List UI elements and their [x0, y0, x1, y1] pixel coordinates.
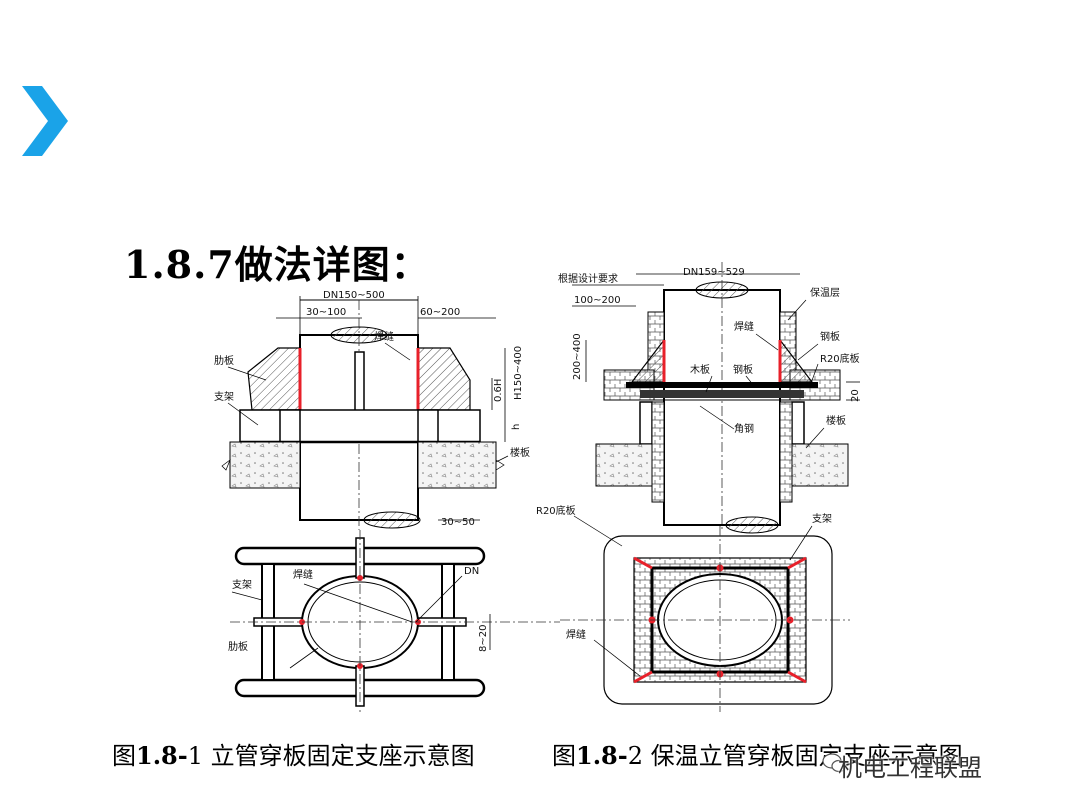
label-angle: 角钢	[734, 422, 754, 435]
figure2-caption: 图1.8-2 保温立管穿板固定支座示意图	[552, 741, 963, 770]
label-weld-plan-r: 焊缝	[566, 628, 586, 641]
dim-dn: DN150~500	[323, 290, 385, 301]
label-wood: 木板	[690, 363, 710, 376]
label-insulation: 保温层	[810, 286, 840, 299]
label-bracket-plan: 支架	[232, 579, 252, 591]
label-r20-plate: R20底板	[820, 352, 860, 365]
label-bracket-plan-r: 支架	[812, 513, 832, 525]
watermark: 机电工程联盟	[838, 754, 982, 782]
label-steel-plate2: 钢板	[733, 363, 753, 376]
label-steel-plate: 钢板	[820, 330, 840, 343]
label-bracket: 支架	[214, 391, 234, 403]
label-weld-plan: 焊缝	[293, 568, 313, 581]
dim-30-50: 30~50	[441, 517, 475, 528]
label-floor-r: 楼板	[826, 414, 846, 427]
label-design: 根据设计要求	[558, 272, 618, 285]
label-weld: 焊缝	[374, 330, 394, 343]
label-rib-plan: 肋板	[228, 640, 248, 653]
label-dn-plan: DN	[464, 566, 479, 577]
figure1-plan: 焊缝 DN 支架 肋板 8~20	[228, 530, 560, 712]
wechat-icon	[822, 753, 847, 773]
label-r20-plate-plan: R20底板	[536, 504, 576, 517]
dim-dn159: DN159~529	[683, 267, 745, 278]
dim-200-400: 200~400	[572, 333, 583, 380]
label-weld-r: 焊缝	[734, 320, 754, 333]
dim-h: h	[511, 424, 522, 430]
figure1-caption: 图1.8-1 立管穿板固定支座示意图	[112, 741, 475, 770]
dim-h150: H150~400	[513, 346, 524, 400]
dim-100-200: 100~200	[574, 295, 621, 306]
dim-8-20: 8~20	[478, 625, 489, 652]
dim-20: 20	[850, 389, 861, 402]
section-heading: 1.8.7做法详图：	[124, 242, 430, 287]
dim-60-200: 60~200	[420, 307, 460, 318]
dim-06h: 0.6H	[493, 379, 504, 402]
chevron-right-icon	[22, 86, 68, 156]
dim-30-100: 30~100	[306, 307, 346, 318]
figure2-plan: R20底板 支架 焊缝	[536, 504, 850, 712]
figure2-elevation: 根据设计要求 DN159~529 100~200 2	[558, 262, 861, 534]
label-rib: 肋板	[214, 354, 234, 367]
label-floor: 楼板	[510, 446, 530, 459]
figure1-elevation: DN150~500 30~100 60~200 0.6H H150~400 h	[214, 290, 530, 530]
